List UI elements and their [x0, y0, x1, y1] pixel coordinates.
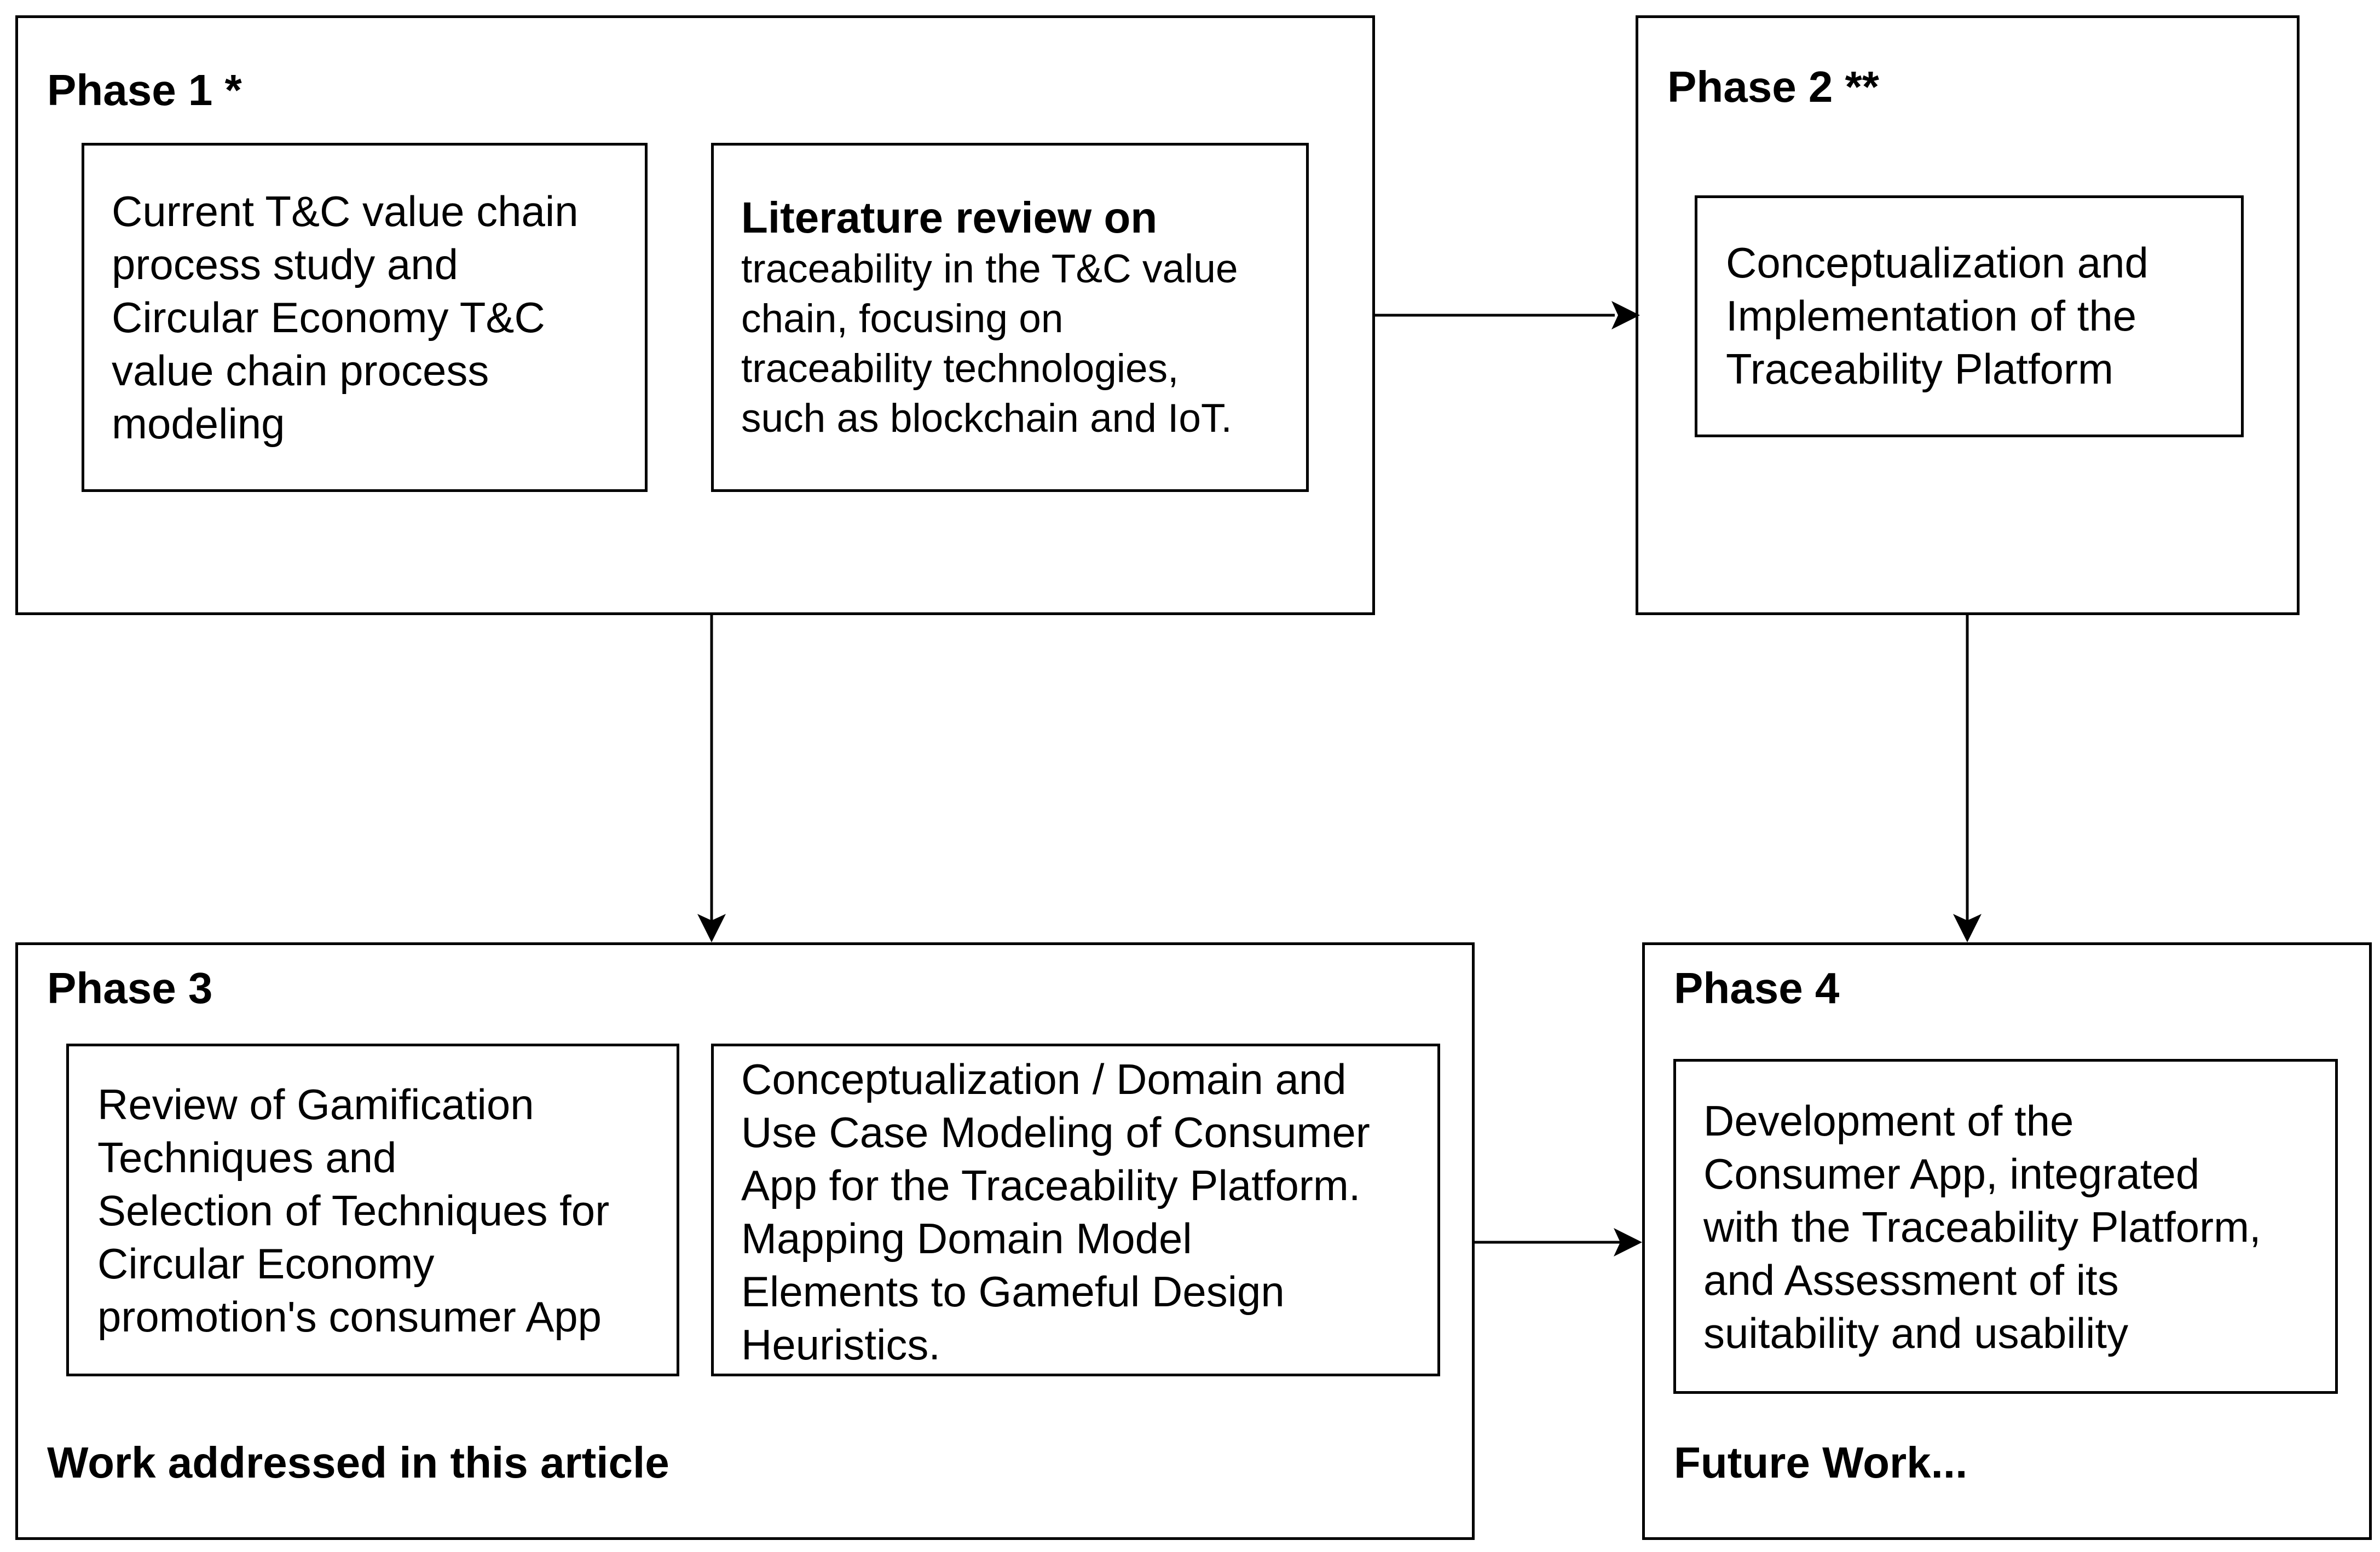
- phase-2-title: Phase 2 **: [1667, 62, 1879, 111]
- text-line: such as blockchain and IoT.: [741, 396, 1232, 441]
- text-line: Consumer App, integrated: [1703, 1150, 2200, 1198]
- phase-1-container: Phase 1 * Current T&C value chain proces…: [15, 15, 1375, 615]
- text-line: modeling: [112, 399, 285, 448]
- phase-1-title: Phase 1 *: [47, 66, 242, 114]
- text-line: Conceptualization / Domain and: [741, 1055, 1347, 1103]
- text-line: promotion's consumer App: [97, 1293, 602, 1341]
- text-line: Review of Gamification: [97, 1080, 534, 1128]
- phase-4-title: Phase 4: [1674, 964, 1840, 1012]
- phase-1-literature-review-box: Literature review on traceability in the…: [711, 143, 1309, 492]
- phase-3-container: Phase 3 Review of Gamification Technique…: [15, 942, 1475, 1540]
- phase-4-footer: Future Work...: [1674, 1438, 1968, 1487]
- arrowhead-right-icon: [1614, 1228, 1642, 1256]
- text-line: with the Traceability Platform,: [1703, 1203, 2261, 1251]
- text-line: Heuristics.: [741, 1321, 941, 1369]
- text-line: and Assessment of its: [1703, 1256, 2119, 1304]
- phase-4-consumer-app-text: Development of the Consumer App, integra…: [1703, 1094, 2261, 1360]
- text-line: Current T&C value chain: [112, 187, 579, 235]
- literature-review-heading: Literature review on: [741, 193, 1158, 242]
- phase-2-platform-box: Conceptualization and Implementation of …: [1695, 195, 2244, 437]
- phase-4-container: Phase 4 Development of the Consumer App,…: [1642, 942, 2372, 1540]
- arrowhead-down-icon: [1953, 914, 1982, 942]
- phase-3-footer: Work addressed in this article: [47, 1438, 669, 1487]
- text-line: value chain process: [112, 346, 489, 395]
- phase-2-platform-text: Conceptualization and Implementation of …: [1726, 236, 2148, 396]
- text-line: traceability in the T&C value: [741, 247, 1238, 291]
- phase-1-process-study-text: Current T&C value chain process study an…: [112, 185, 579, 450]
- phase-3-domain-modeling-box: Conceptualization / Domain and Use Case …: [711, 1044, 1440, 1376]
- text-line: chain, focusing on: [741, 297, 1064, 341]
- text-line: Circular Economy: [97, 1240, 435, 1288]
- text-line: Implementation of the: [1726, 292, 2137, 340]
- text-line: traceability technologies,: [741, 346, 1179, 391]
- arrowhead-down-icon: [697, 914, 726, 942]
- text-line: Development of the: [1703, 1097, 2074, 1145]
- text-line: Conceptualization and: [1726, 239, 2148, 287]
- text-line: App for the Traceability Platform.: [741, 1161, 1361, 1209]
- phase-3-domain-modeling-text: Conceptualization / Domain and Use Case …: [741, 1053, 1370, 1371]
- text-line: Mapping Domain Model: [741, 1214, 1192, 1263]
- text-line: process study and: [112, 240, 459, 288]
- text-line: Traceability Platform: [1726, 345, 2113, 393]
- text-line: Elements to Gameful Design: [741, 1267, 1285, 1316]
- text-line: Use Case Modeling of Consumer: [741, 1108, 1370, 1156]
- text-line: Circular Economy T&C: [112, 293, 545, 341]
- phase-3-gamification-text: Review of Gamification Techniques and Se…: [97, 1078, 609, 1343]
- phase-2-container: Phase 2 ** Conceptualization and Impleme…: [1636, 15, 2300, 615]
- phase-3-gamification-box: Review of Gamification Techniques and Se…: [66, 1044, 679, 1376]
- phase-4-consumer-app-box: Development of the Consumer App, integra…: [1673, 1059, 2338, 1394]
- text-line: suitability and usability: [1703, 1309, 2129, 1357]
- text-line: Selection of Techniques for: [97, 1186, 610, 1235]
- text-line: Techniques and: [97, 1133, 397, 1182]
- phase-1-literature-review-text: Literature review on traceability in the…: [741, 192, 1238, 443]
- phase-1-process-study-box: Current T&C value chain process study an…: [82, 143, 648, 492]
- phase-3-title: Phase 3: [47, 964, 213, 1012]
